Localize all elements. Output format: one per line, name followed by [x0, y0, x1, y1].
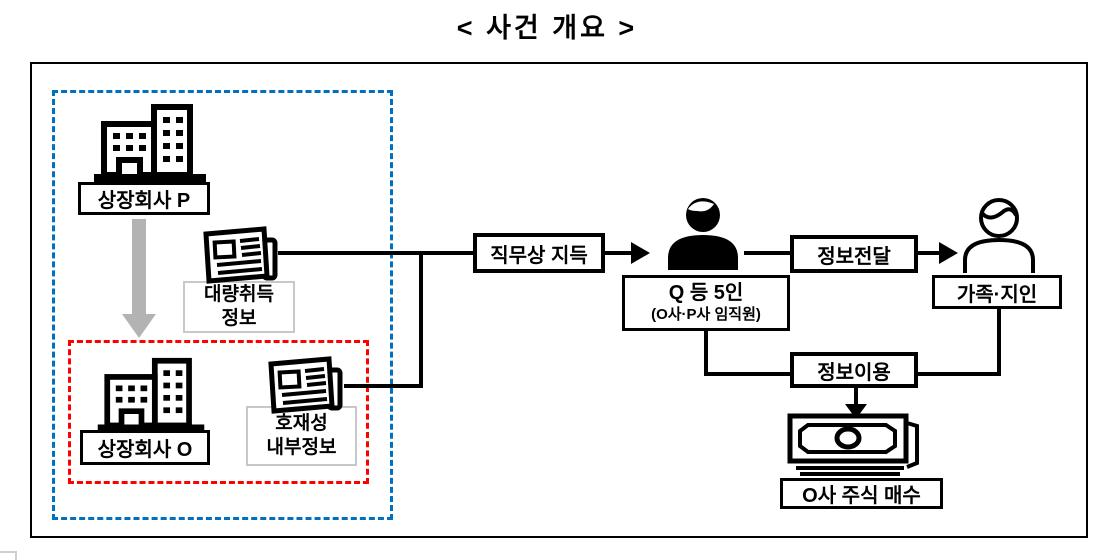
label-bulk-info-line2: 정보 [221, 308, 257, 329]
label-company-p: 상장회사 P [78, 182, 210, 215]
label-insiders: Q 등 5인 (O사·P사 임직원) [622, 275, 790, 331]
label-bulk-info: 대량취득 정보 [183, 281, 295, 333]
label-stock-purchase-text: O사 주식 매수 [802, 485, 921, 507]
label-company-o-text: 상장회사 O [97, 439, 193, 461]
cropped-corner-fragment [0, 551, 17, 560]
label-info-use: 정보이용 [790, 352, 918, 388]
person-outline-icon [957, 196, 1041, 274]
money-banknotes-icon [787, 413, 923, 477]
down-arrow-icon [132, 219, 146, 316]
line-transfer-to-family [918, 251, 941, 255]
label-inside-info: 호재성 내부정보 [246, 406, 357, 466]
down-arrow-icon-head [122, 314, 156, 338]
diagram-title: < 사건 개요 > [456, 13, 638, 43]
line-news1-to-acquired [278, 251, 474, 255]
label-stock-purchase: O사 주식 매수 [780, 478, 943, 509]
blue-dashed-group [52, 90, 393, 520]
person-filled-icon [661, 196, 745, 270]
label-duty-acquired: 직무상 지득 [473, 233, 605, 273]
building-icon [95, 356, 207, 434]
arrowhead-to-insiders [631, 242, 650, 264]
label-family-text: 가족·지인 [956, 283, 1038, 306]
label-company-p-text: 상장회사 P [97, 190, 191, 212]
line-acquired-to-insiders [605, 251, 633, 255]
label-info-transfer-text: 정보전달 [817, 245, 891, 268]
label-inside-info-line1: 호재성 [275, 413, 328, 434]
label-info-use-text: 정보이용 [817, 361, 891, 384]
newspaper-icon [266, 355, 346, 415]
label-family: 가족·지인 [932, 275, 1062, 309]
red-dashed-group [68, 340, 369, 484]
line-insiders-down [704, 330, 708, 376]
arrowhead-to-family [939, 242, 958, 264]
line-vertical-join [419, 251, 423, 388]
label-inside-info-line2: 내부정보 [266, 437, 337, 458]
line-family-to-use [916, 372, 1001, 376]
label-insiders-line2: (O사·P사 임직원) [651, 306, 761, 323]
label-insiders-line1: Q 등 5인 [668, 282, 744, 304]
line-insiders-to-use [704, 372, 792, 376]
label-company-o: 상장회사 O [80, 430, 210, 465]
label-bulk-info-line1: 대량취득 [204, 284, 274, 305]
label-info-transfer: 정보전달 [790, 235, 918, 273]
line-news2-to-join [344, 384, 423, 388]
label-duty-acquired-text: 직무상 지득 [490, 244, 588, 267]
building-icon [92, 102, 208, 184]
line-use-down [854, 388, 858, 406]
newspaper-icon [201, 225, 281, 285]
line-insiders-to-transfer [744, 251, 790, 255]
line-family-down [997, 308, 1001, 376]
